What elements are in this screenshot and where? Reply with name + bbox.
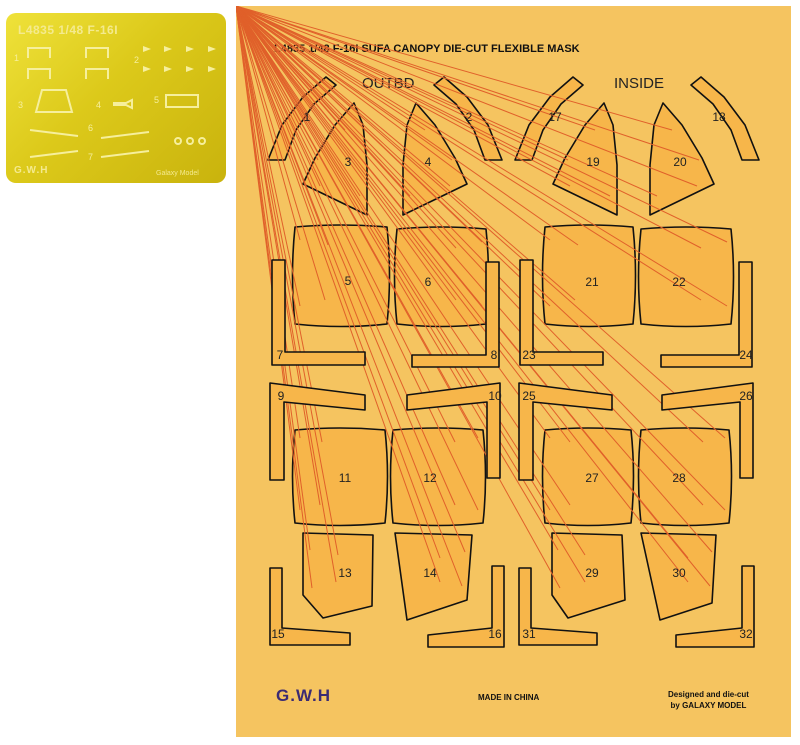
pe-part-1d	[85, 68, 109, 79]
mask-piece-31	[518, 567, 598, 646]
mask-part-number: 1	[304, 110, 311, 124]
mask-piece-23	[519, 259, 604, 366]
pe-part-number: 3	[18, 100, 23, 110]
mask-piece-30	[236, 6, 717, 621]
pe-part-number: 4	[96, 100, 101, 110]
made-in-label: MADE IN CHINA	[478, 693, 540, 702]
pe-part-number: 7	[88, 152, 93, 162]
designer-line-1: Designed and die-cut	[668, 690, 749, 699]
photo-etch-logo: G.W.H	[14, 165, 49, 176]
mask-part-number: 29	[585, 566, 599, 580]
mask-piece-9	[269, 382, 366, 481]
mask-piece-13	[236, 6, 374, 619]
mask-part-number: 18	[712, 110, 726, 124]
pe-part-3	[34, 89, 74, 113]
pe-part-number: 5	[154, 95, 159, 105]
brand-logo: G.W.H	[276, 686, 332, 705]
mask-piece-19	[236, 6, 618, 216]
mask-part-number: 32	[739, 627, 753, 641]
mask-piece-15	[269, 567, 351, 646]
mask-part-number: 9	[278, 389, 285, 403]
mask-part-number: 28	[672, 471, 686, 485]
pe-part-5	[165, 94, 199, 108]
pe-part-4	[113, 98, 133, 110]
mask-part-number: 25	[522, 389, 536, 403]
pe-ring-c	[198, 137, 206, 145]
designer-line-2: by GALAXY MODEL	[670, 701, 747, 710]
mask-sheet: L4835 1/48 F-16I SUFA CANOPY DIE-CUT FLE…	[236, 6, 791, 737]
mask-piece-29	[236, 6, 626, 619]
photo-etch-footer: Galaxy Model	[156, 170, 199, 177]
mask-part-number: 7	[277, 348, 284, 362]
mask-piece-8	[411, 261, 500, 368]
section-inside-label: INSIDE	[614, 75, 665, 92]
mask-piece-20	[236, 6, 715, 216]
pe-ring-b	[186, 137, 194, 145]
mask-piece-27	[236, 6, 635, 527]
mask-part-number: 2	[466, 110, 473, 124]
mask-part-number: 8	[491, 348, 498, 362]
mask-piece-18	[690, 76, 760, 161]
photo-etch-parts: 1 2 3 4 5 6 7	[14, 46, 216, 162]
mask-part-number: 11	[339, 471, 352, 485]
mask-part-number: 30	[672, 566, 686, 580]
designer-credit: Designed and die-cut by GALAXY MODEL	[668, 689, 749, 711]
mask-piece-24	[660, 261, 753, 368]
photo-etch-fret: L4835 1/48 F-16I 1 2 3 4 5 6 7 G.W.H Galaxy Mo…	[6, 13, 226, 183]
pe-part-number: 6	[88, 123, 93, 133]
mask-piece-14	[236, 6, 473, 621]
mask-part-number: 6	[425, 275, 432, 289]
mask-part-number: 27	[585, 471, 599, 485]
mask-part-number: 12	[423, 471, 437, 485]
mask-part-number: 26	[739, 389, 753, 403]
mask-part-number: 22	[672, 275, 686, 289]
mask-part-number: 31	[522, 627, 536, 641]
pe-part-7a	[100, 131, 150, 139]
pe-part-number: 1	[14, 53, 19, 63]
pe-part-6a	[29, 129, 79, 137]
photo-etch-title: L4835 1/48 F-16I	[18, 23, 119, 37]
mask-part-number: 16	[488, 627, 502, 641]
mask-part-number: 21	[585, 275, 599, 289]
pe-part-7b	[100, 150, 150, 158]
mask-part-number: 4	[425, 155, 432, 169]
pe-part-number: 2	[134, 55, 139, 65]
mask-piece-21	[236, 6, 637, 328]
pe-part-6b	[29, 150, 79, 158]
mask-piece-26	[661, 382, 754, 479]
mask-piece-7	[271, 259, 366, 366]
pe-part-1c	[27, 68, 51, 79]
mask-piece-16	[427, 565, 505, 648]
mask-piece-25	[518, 382, 613, 481]
mask-piece-2	[433, 76, 503, 161]
mask-part-number: 20	[673, 155, 687, 169]
mask-part-number: 14	[423, 566, 437, 580]
mask-part-number: 19	[586, 155, 600, 169]
mask-piece-4	[236, 6, 468, 216]
pe-ring-a	[174, 137, 182, 145]
mask-piece-10	[406, 382, 501, 479]
mask-part-number: 23	[522, 348, 536, 362]
mask-part-number: 17	[548, 110, 562, 124]
mask-part-number: 5	[345, 274, 352, 288]
mask-part-number: 15	[271, 627, 285, 641]
mask-piece-22	[236, 6, 735, 328]
mask-part-number: 10	[488, 389, 502, 403]
pe-part-1a	[27, 47, 51, 58]
mask-piece-28	[236, 6, 733, 527]
mask-part-number: 24	[739, 348, 753, 362]
mask-part-number: 13	[338, 566, 352, 580]
mask-part-number: 3	[345, 155, 352, 169]
pe-part-1b	[85, 47, 109, 58]
mask-piece-32	[675, 565, 755, 648]
